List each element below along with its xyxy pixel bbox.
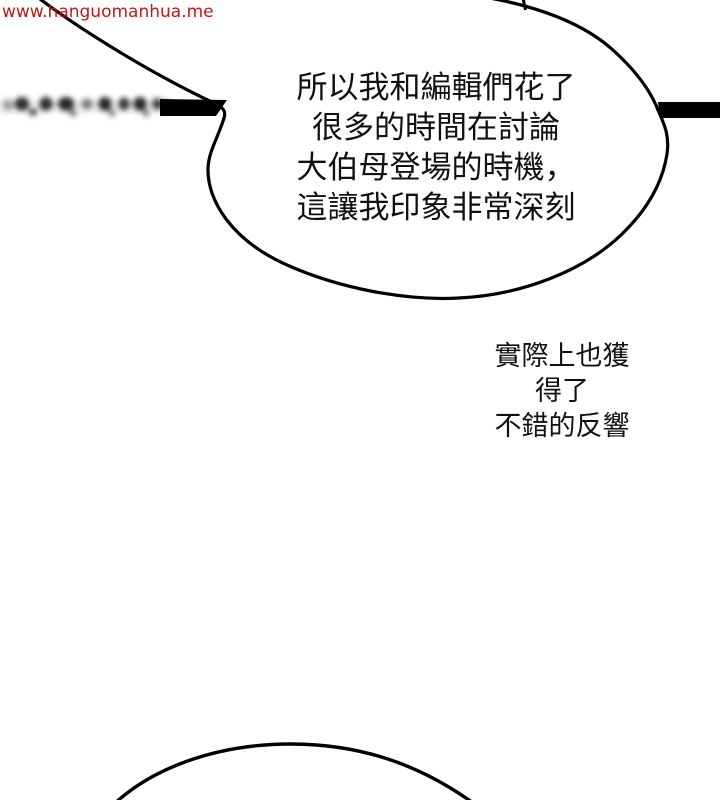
censored-blur-region: [0, 97, 170, 117]
speech-bubble-2: [116, 742, 472, 800]
caption-text: 實際上也獲得了 不錯的反響: [494, 341, 630, 441]
divider-bar-right: [658, 102, 720, 118]
speech-bubble-1: [38, 0, 670, 301]
bubble-remnant-tick: [521, 0, 527, 11]
speech-bubble-1-text: 所以我和編輯們花了 很多的時間在討論 大伯母登場的時機， 這讓我印象非常深刻: [296, 70, 576, 225]
watermark: www.hanguomanhua.me: [2, 2, 214, 22]
divider-bar-left: [160, 99, 227, 116]
